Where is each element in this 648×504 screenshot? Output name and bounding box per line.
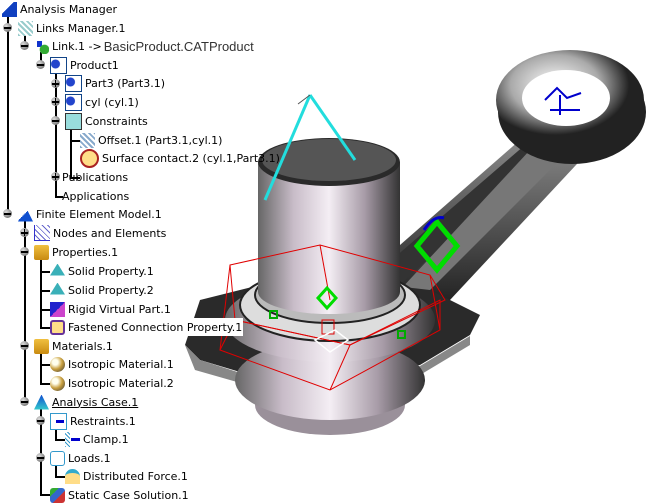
constraints-icon xyxy=(65,112,82,130)
collapse-toggle[interactable] xyxy=(20,247,29,256)
material-sphere-icon xyxy=(50,356,65,372)
tree-item-nodes-elements[interactable]: Nodes and Elements xyxy=(34,224,167,242)
tree-item-analysis-case[interactable]: Analysis Case.1 xyxy=(34,393,139,411)
analysis-manager-icon xyxy=(2,1,17,17)
tree-item-cyl[interactable]: cyl (cyl.1) xyxy=(65,93,140,111)
collapse-toggle[interactable] xyxy=(3,209,12,218)
distributed-force-symbol xyxy=(315,216,461,311)
links-manager-icon xyxy=(18,20,33,36)
expand-toggle[interactable] xyxy=(20,228,29,237)
tree-item-properties[interactable]: Properties.1 xyxy=(34,243,119,261)
connecting-rod-model[interactable] xyxy=(185,50,646,435)
collapse-toggle[interactable] xyxy=(3,23,12,32)
tree-item-fastened-connection[interactable]: Fastened Connection Property.1 xyxy=(50,318,244,336)
tree-item-solid-property-2[interactable]: Solid Property.2 xyxy=(50,281,155,299)
static-solution-icon xyxy=(50,487,65,503)
clamp-symbol xyxy=(269,310,406,353)
tree-item-solid-property-1[interactable]: Solid Property.1 xyxy=(50,262,155,280)
collapse-toggle[interactable] xyxy=(36,60,45,69)
tree-item-applications[interactable]: Applications xyxy=(62,189,130,203)
tree-item-finite-element-model[interactable]: Finite Element Model.1 xyxy=(18,205,163,223)
fem-icon xyxy=(18,206,33,222)
tree-item-restraints[interactable]: Restraints.1 xyxy=(50,412,137,430)
tree-item-part3[interactable]: Part3 (Part3.1) xyxy=(65,74,166,92)
link-icon xyxy=(34,38,49,54)
link-lines xyxy=(263,94,357,201)
fastened-connection-icon xyxy=(50,319,65,335)
solid-property-icon xyxy=(50,263,65,276)
tree-item-surface-contact[interactable]: Surface contact.2 (cyl.1,Part3.1) xyxy=(80,148,281,168)
tree-item-isotropic-material-1[interactable]: Isotropic Material.1 xyxy=(50,355,175,373)
clamp-icon xyxy=(65,431,80,447)
tree-item-rigid-virtual-part[interactable]: Rigid Virtual Part.1 xyxy=(50,300,172,318)
tree-item-product1[interactable]: Product1 xyxy=(50,56,120,74)
expand-toggle[interactable] xyxy=(51,172,60,181)
solid-property-icon xyxy=(50,282,65,295)
tree-item-publications[interactable]: Publications xyxy=(62,170,129,184)
collapse-toggle[interactable] xyxy=(36,416,45,425)
rigid-virtual-part-icon xyxy=(50,301,65,317)
tree-item-analysis-manager[interactable]: Analysis Manager xyxy=(2,0,118,18)
part-icon xyxy=(65,93,82,111)
nodes-elements-icon xyxy=(34,225,50,241)
expand-toggle[interactable] xyxy=(51,79,60,88)
tree-item-materials[interactable]: Materials.1 xyxy=(34,337,114,355)
expand-toggle[interactable] xyxy=(51,97,60,106)
tree-item-links-manager[interactable]: Links Manager.1 xyxy=(18,19,126,37)
material-sphere-icon xyxy=(50,375,65,391)
tree-item-isotropic-material-2[interactable]: Isotropic Material.2 xyxy=(50,374,175,392)
tree-item-offset[interactable]: Offset.1 (Part3.1,cyl.1) xyxy=(80,131,223,149)
product-icon xyxy=(50,56,67,74)
tree-item-static-case-solution[interactable]: Static Case Solution.1 xyxy=(50,486,190,504)
folder-icon xyxy=(34,338,49,354)
tree-item-distributed-force[interactable]: Distributed Force.1 xyxy=(65,467,189,485)
surface-contact-icon xyxy=(80,148,99,168)
tree-item-link[interactable]: Link.1 -> BasicProduct.CATProduct xyxy=(34,37,255,55)
analysis-case-icon xyxy=(34,394,49,410)
tree-item-loads[interactable]: Loads.1 xyxy=(50,449,112,467)
folder-icon xyxy=(34,244,49,260)
offset-constraint-icon xyxy=(80,132,95,148)
part-icon xyxy=(65,74,82,92)
loads-icon xyxy=(50,450,65,466)
tree-item-constraints[interactable]: Constraints xyxy=(65,112,149,130)
tree-item-clamp[interactable]: Clamp.1 xyxy=(65,430,130,448)
collapse-toggle[interactable] xyxy=(20,41,29,50)
restraints-icon xyxy=(50,412,67,430)
distributed-force-icon xyxy=(65,468,80,484)
collapse-toggle[interactable] xyxy=(36,453,45,462)
collapse-toggle[interactable] xyxy=(51,116,60,125)
collapse-toggle[interactable] xyxy=(20,341,29,350)
collapse-toggle[interactable] xyxy=(20,397,29,406)
